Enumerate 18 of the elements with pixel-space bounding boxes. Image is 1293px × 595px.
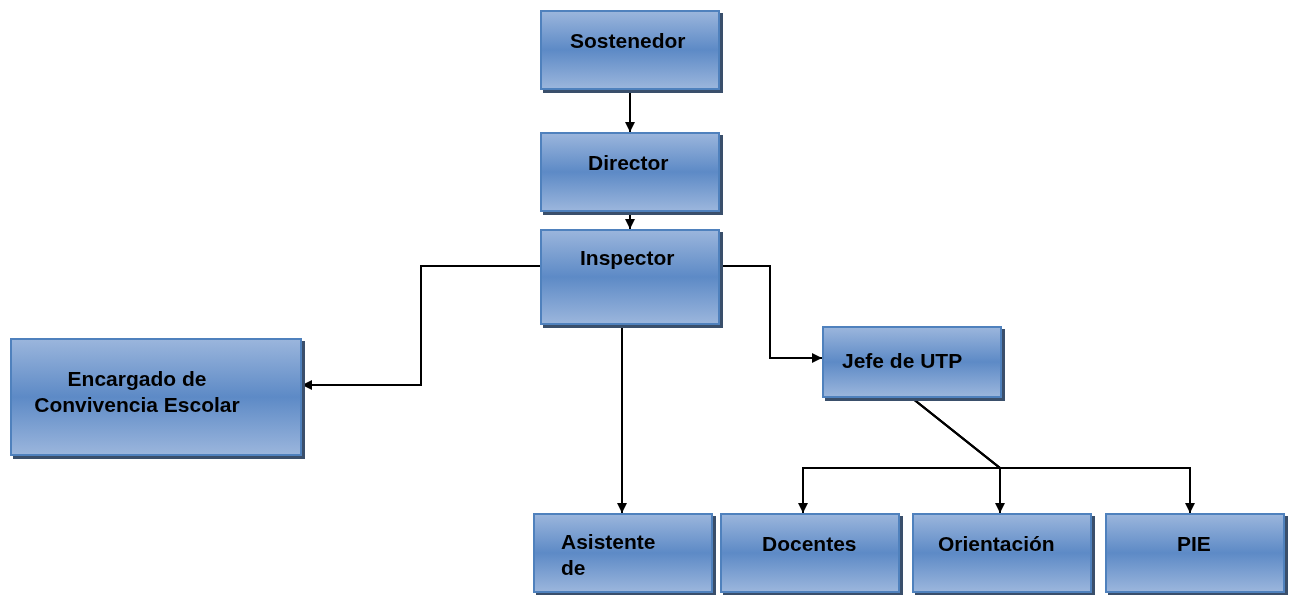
org-box xyxy=(540,229,720,325)
role-label: Asistente de xyxy=(561,529,657,581)
org-box xyxy=(720,513,900,593)
role-label: Director xyxy=(588,150,670,176)
org-box xyxy=(912,513,1092,593)
role-label: Encargado de Convivencia Escolar xyxy=(33,366,241,418)
org-box xyxy=(1105,513,1285,593)
role-label: Orientación xyxy=(938,531,1056,557)
role-label: Sostenedor xyxy=(570,28,687,54)
role-label: PIE xyxy=(1177,531,1212,557)
org-box xyxy=(822,326,1002,398)
role-label: Docentes xyxy=(762,531,858,557)
role-label: Inspector xyxy=(580,245,676,271)
role-label: Jefe de UTP xyxy=(842,348,964,374)
org-box xyxy=(540,132,720,212)
org-box xyxy=(533,513,713,593)
org-box xyxy=(540,10,720,90)
org-box xyxy=(10,338,302,456)
